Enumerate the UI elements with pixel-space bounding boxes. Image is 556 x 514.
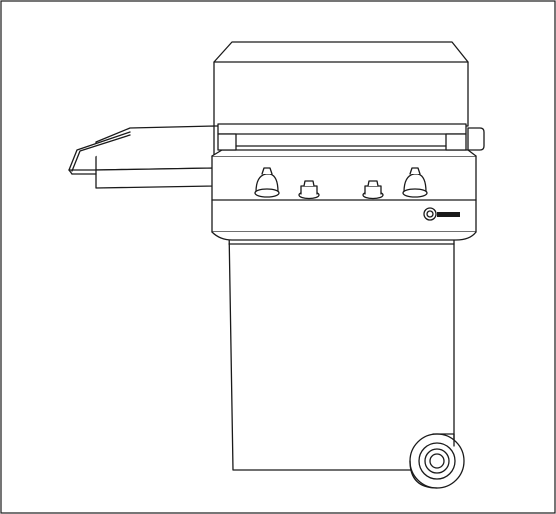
burner-knob-4 [402, 167, 428, 198]
side-shelf [68, 125, 215, 189]
burner-knob-3 [362, 180, 384, 200]
burner-knob-2 [298, 180, 320, 200]
grill-hood [213, 41, 485, 151]
brand-logo [423, 207, 460, 221]
burner-knobs [254, 167, 428, 200]
axle-bracket [432, 433, 455, 447]
cart-cabinet [228, 227, 455, 471]
control-panel [211, 149, 477, 241]
burner-knob-1 [254, 167, 280, 198]
cart-wheel [409, 433, 465, 489]
